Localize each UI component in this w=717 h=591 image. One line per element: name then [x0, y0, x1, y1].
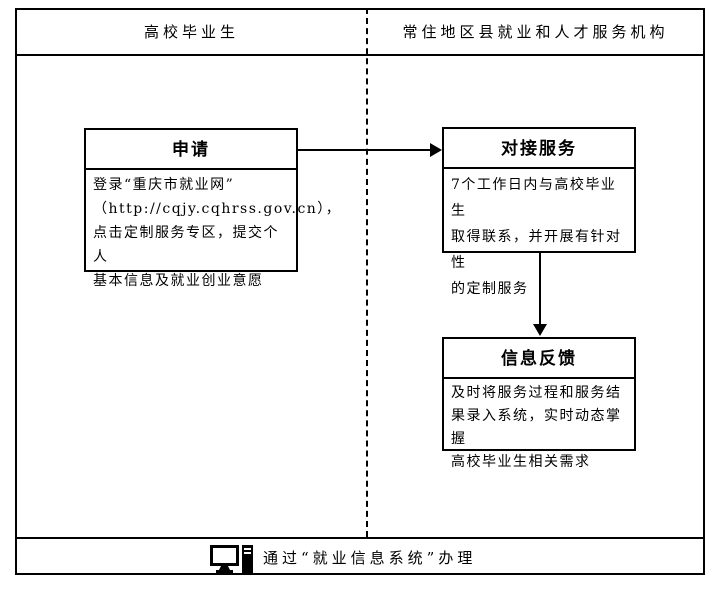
arrow-service-to-feedback-line — [539, 253, 541, 326]
header-row-divider — [15, 54, 705, 56]
service-box-title: 对接服务 — [444, 129, 634, 169]
feedback-box-body: 及时将服务过程和服务结 果录入系统，实时动态掌握 高校毕业生相关需求 — [451, 385, 622, 470]
arrow-apply-to-service-line — [298, 149, 432, 151]
apply-box: 申请 登录“重庆市就业网” （http://cqjy.cqhrss.gov.cn… — [84, 128, 340, 289]
lane-header-graduates: 高校毕业生 — [143, 23, 239, 41]
apply-box-title: 申请 — [86, 130, 296, 170]
feedback-box-title: 信息反馈 — [444, 339, 634, 379]
arrow-apply-to-service-head-icon — [430, 143, 442, 157]
desktop-computer-icon — [210, 545, 253, 574]
footer-label: 通过“就业信息系统”办理 — [263, 549, 477, 567]
lane-header-service-agency: 常住地区县就业和人才服务机构 — [402, 23, 669, 41]
apply-box-body: 登录“重庆市就业网” （http://cqjy.cqhrss.gov.cn）， … — [93, 177, 342, 289]
feedback-box: 信息反馈 及时将服务过程和服务结 果录入系统，实时动态掌握 高校毕业生相关需求 — [442, 337, 636, 470]
service-box-body: 7个工作日内与高校毕业生 取得联系，并开展有针对性 的定制服务 — [451, 177, 622, 297]
swimlane-divider — [366, 8, 368, 537]
arrow-service-to-feedback-head-icon — [533, 324, 547, 336]
footer-row-divider — [15, 537, 705, 539]
service-box: 对接服务 7个工作日内与高校毕业生 取得联系，并开展有针对性 的定制服务 — [442, 127, 636, 297]
outer-frame — [15, 8, 705, 575]
